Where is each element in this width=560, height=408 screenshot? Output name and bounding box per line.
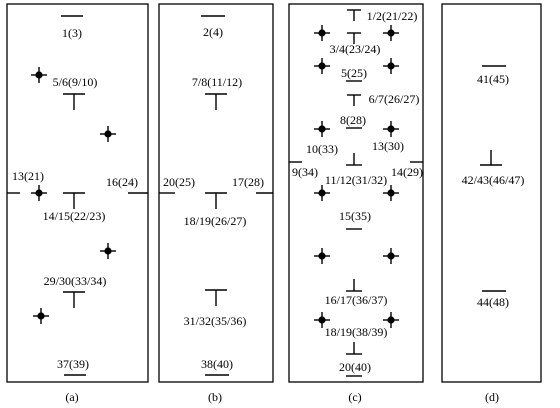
- dot-cross-marker: [31, 185, 47, 201]
- position-label: 10(33): [306, 142, 338, 156]
- panel-d-frame: [441, 3, 542, 383]
- dot-cross-marker: [383, 312, 399, 328]
- inverted-tee-symbol: [346, 279, 362, 292]
- tee-symbol: [63, 192, 85, 209]
- position-label: 11/12(31/32): [325, 173, 387, 187]
- position-label: 38(40): [201, 357, 233, 371]
- position-label: 18/19(26/27): [184, 214, 247, 228]
- dot-cross-marker: [383, 121, 399, 137]
- tee-symbol: [205, 192, 227, 209]
- panel-c: 1/2(21/22) 3/4(23/24) 5(25) 6/7(26/27) 8…: [289, 9, 423, 404]
- tee-symbol: [347, 9, 361, 21]
- position-label: 14/15(22/23): [43, 209, 106, 223]
- position-label: 37(39): [57, 357, 89, 371]
- dot-cross-marker: [31, 67, 47, 83]
- tee-symbol: [63, 291, 85, 308]
- position-label: 1(3): [62, 26, 82, 40]
- position-label: 44(48): [477, 295, 509, 309]
- dot-cross-marker: [314, 25, 330, 41]
- panel-d: 41(45) 42/43(46/47) 44(48) (d): [462, 65, 525, 404]
- inverted-tee-symbol: [480, 150, 502, 166]
- position-label: 41(45): [477, 72, 509, 86]
- position-label: 8(28): [340, 113, 366, 127]
- tee-symbol: [205, 93, 227, 110]
- tee-symbol: [63, 93, 85, 110]
- position-label: 18/19(38/39): [325, 325, 388, 339]
- position-label: 16/17(36/37): [325, 293, 388, 307]
- dot-cross-marker: [314, 248, 330, 264]
- position-label: 14(29): [391, 165, 423, 179]
- inverted-tee-symbol: [346, 342, 362, 355]
- position-label: 29/30(33/34): [44, 274, 107, 288]
- dot-cross-marker: [314, 121, 330, 137]
- position-label: 3/4(23/24): [330, 42, 381, 56]
- dot-cross-marker: [383, 185, 399, 201]
- position-label: 5/6(9/10): [53, 75, 98, 89]
- tee-symbol: [347, 94, 361, 106]
- position-label: 31/32(35/36): [184, 314, 247, 328]
- position-label: 15(35): [339, 209, 371, 223]
- dot-cross-marker: [314, 185, 330, 201]
- position-label: 5(25): [341, 66, 367, 80]
- dot-cross-marker: [100, 126, 116, 142]
- panel-b: 2(4) 7/8(11/12) 20(25) 17(28) 18/19(26/2…: [159, 15, 273, 404]
- position-label: 13(21): [12, 169, 44, 183]
- dot-cross-marker: [314, 58, 330, 74]
- inverted-tee-symbol: [346, 153, 362, 166]
- position-label: 42/43(46/47): [462, 173, 525, 187]
- position-label: 13(30): [372, 139, 404, 153]
- position-label: 6/7(26/27): [369, 92, 420, 106]
- panel-a: 1(3) 5/6(9/10) 13(21) 16(24) 14/15(22/23…: [7, 15, 148, 404]
- panel-c-frame: [288, 3, 424, 383]
- dot-cross-marker: [383, 248, 399, 264]
- dot-cross-marker: [314, 312, 330, 328]
- dot-cross-marker: [100, 243, 116, 259]
- panel-caption: (d): [485, 390, 499, 404]
- dot-cross-marker: [383, 25, 399, 41]
- panel-caption: (a): [65, 390, 78, 404]
- position-label: 20(25): [163, 175, 195, 189]
- position-label: 9(34): [292, 165, 318, 179]
- dot-cross-marker: [383, 58, 399, 74]
- position-label: 2(4): [203, 25, 223, 39]
- panel-caption: (b): [208, 390, 222, 404]
- position-label: 1/2(21/22): [367, 9, 418, 23]
- position-label: 17(28): [232, 175, 264, 189]
- panel-caption: (c): [348, 390, 361, 404]
- position-label: 20(40): [339, 360, 371, 374]
- tee-symbol: [347, 32, 361, 44]
- position-label: 7/8(11/12): [192, 75, 242, 89]
- position-label: 16(24): [106, 175, 138, 189]
- tee-symbol: [205, 289, 227, 306]
- dot-cross-marker: [33, 308, 49, 324]
